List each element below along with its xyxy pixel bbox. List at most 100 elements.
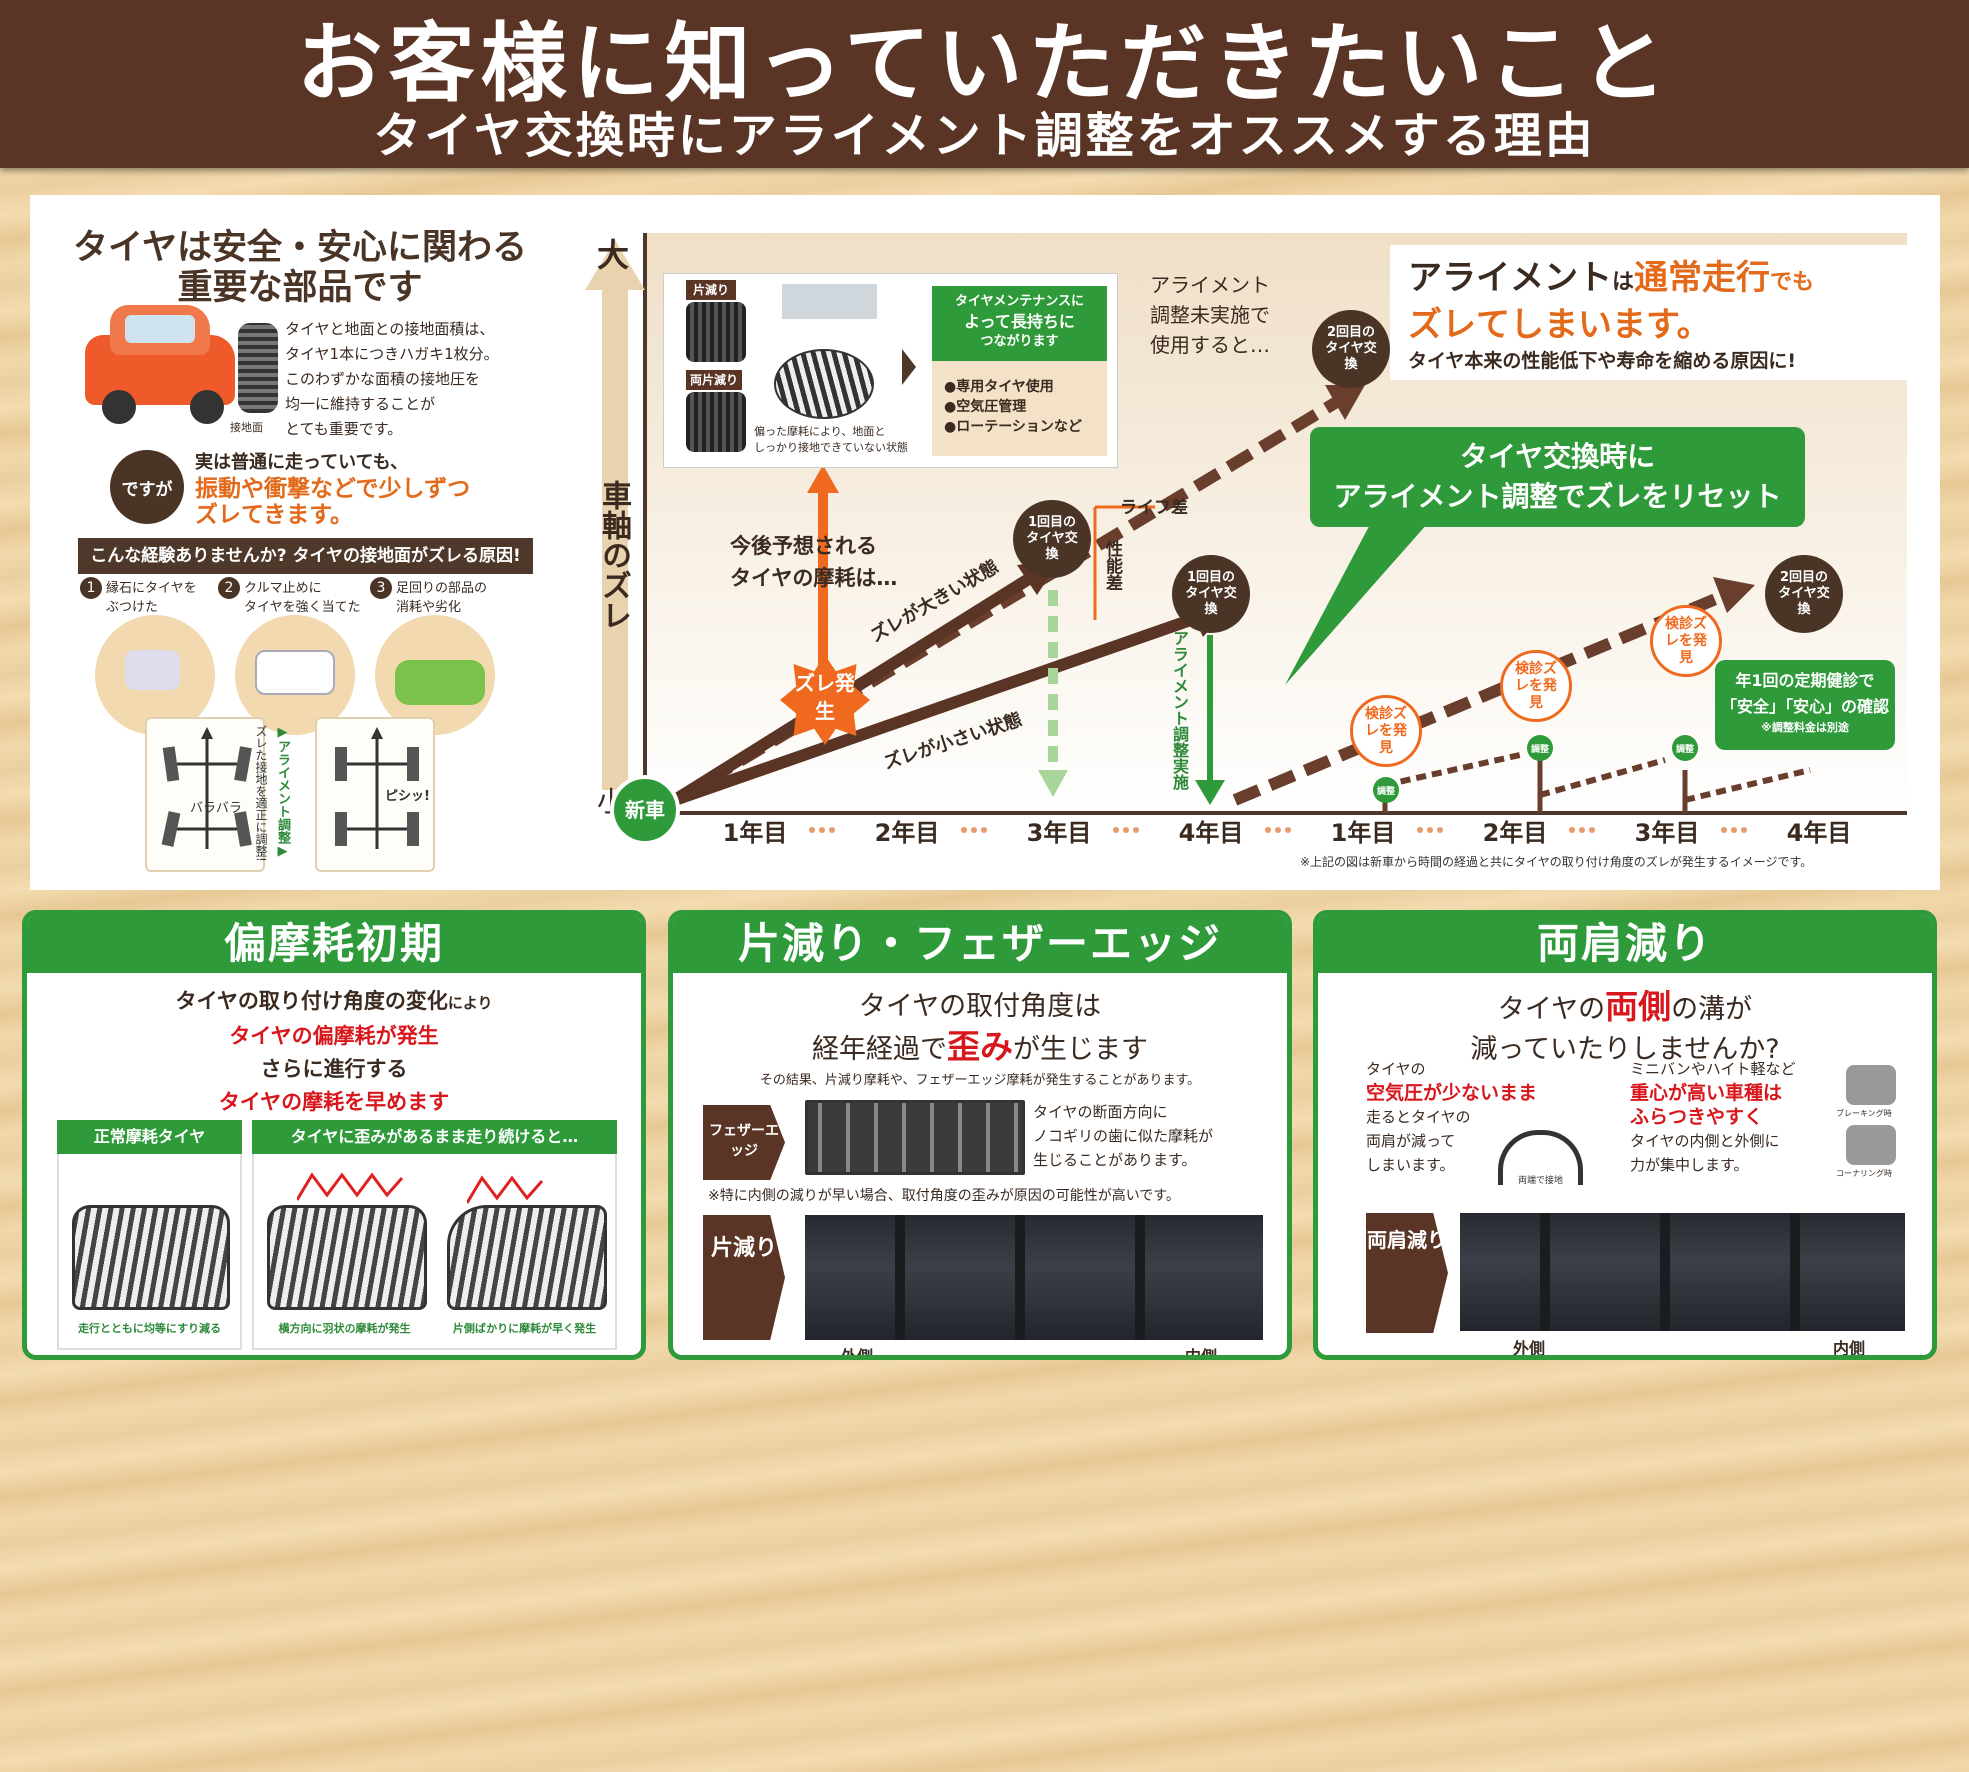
normal-tread xyxy=(72,1205,230,1310)
misaligned-diagram xyxy=(145,717,265,872)
braking-car-icon xyxy=(1846,1065,1896,1105)
one-side-tread xyxy=(447,1205,607,1310)
card2-line1: タイヤの取付角度は xyxy=(858,991,1102,1022)
adjust-dot: 調整 xyxy=(1373,777,1399,803)
feather-caption: 横方向に羽状の摩耗が発生 xyxy=(278,1322,411,1335)
aligned-diagram xyxy=(315,717,435,872)
second-swap-badge-unadjusted: 2回目のタイヤ交換 xyxy=(1312,310,1390,388)
tire-cross-section xyxy=(1498,1130,1583,1185)
low-pressure-text: タイヤの 空気圧が少ないまま 走るとタイヤの両肩が減ってしまいます。 xyxy=(1366,1060,1538,1174)
performance-gap-label: 性能差 xyxy=(1102,540,1122,591)
card2-result: その結果、片減り摩耗や、フェザーエッジ摩耗が発生することがあります。 xyxy=(759,1073,1201,1088)
outer-label: 外側 xyxy=(841,1347,874,1360)
x-label: 3年目 xyxy=(1026,819,1092,847)
card-feather-edge: 片減り・フェザーエッジ タイヤの取付角度は 経年経過で歪みが生じます その結果、… xyxy=(668,910,1292,1360)
outer-label: 外側 xyxy=(1513,1339,1546,1358)
feathered-tread xyxy=(267,1205,427,1310)
maintenance-box: タイヤメンテナンスによって長持ちにつながります xyxy=(932,286,1107,361)
inset-caption: 偏った摩耗により、地面としっかり接地できていない状態 xyxy=(754,425,908,454)
card2-note: ※特に内側の減りが早い場合、取付角度の歪みが原因の可能性が高いです。 xyxy=(708,1188,1180,1204)
callout-box: アライメントは通常走行でも ズレてしまいます。 タイヤ本来の性能低下や寿命を縮め… xyxy=(1390,245,1910,380)
normal-wear-label: 正常摩耗タイヤ xyxy=(57,1120,242,1154)
new-car-badge: 新車 xyxy=(610,775,680,845)
y-axis-top: 大 xyxy=(597,236,630,274)
feather-edge-tag: フェザーエッジ xyxy=(703,1105,785,1180)
left-intro-text: タイヤと地面との接地面積は、タイヤ1本につきハガキ1枚分。このわずかな面積の接地… xyxy=(285,320,499,438)
life-gap-label: ライフ差 xyxy=(1120,498,1188,518)
alignment-adjust-note: ▶アライメント調整▶ xyxy=(275,725,290,859)
desuga-bubble: ですが xyxy=(110,450,184,524)
barabara-label: バラバラ xyxy=(190,801,242,816)
chart-footnote: ※上記の図は新車から時間の経過と共にタイヤの取り付け角度のズレが発生するイメージ… xyxy=(1300,855,1813,869)
inner-label: 内側 xyxy=(1185,1347,1218,1360)
one-side-wear-photo xyxy=(805,1215,1263,1340)
high-center-text: ミニバンやハイト軽など 重心が高い車種は ふらつきやすく タイヤの内側と外側に力… xyxy=(1630,1060,1796,1174)
page-title: お客様に知っていただきたいこと xyxy=(296,14,1673,114)
card1-line2: タイヤの偏摩耗が発生 xyxy=(229,1024,439,1048)
unadjusted-note: アライメント調整未実施で使用すると… xyxy=(1150,273,1270,357)
x-label: 3年目 xyxy=(1634,819,1700,847)
page-subtitle: タイヤ交換時にアライメント調整をオススメする理由 xyxy=(373,108,1596,164)
x-label: 2年目 xyxy=(874,819,940,847)
left-message: 実は普通に走っていても、 振動や衝撃などで少しずつ ズレてきます。 xyxy=(195,452,471,528)
card1-line1: タイヤの取り付け角度の変化により xyxy=(175,989,493,1013)
checkup-badge: 検診ズレを発見 xyxy=(1650,605,1722,677)
x-label: 4年目 xyxy=(1786,819,1852,847)
inset-tag-1: 片減り xyxy=(686,280,736,300)
card-shoulder-wear: 両肩減り タイヤの両側の溝が 減っていたりしませんか? タイヤの 空気圧が少ない… xyxy=(1313,910,1937,1360)
x-label: 2年目 xyxy=(1482,819,1548,847)
x-label: 1年目 xyxy=(1330,819,1396,847)
alignment-done-label: アライメント調整実施 xyxy=(1170,630,1189,790)
feather-description: タイヤの断面方向にノコギリの歯に似た摩耗が生じることがあります。 xyxy=(1033,1103,1214,1169)
one-side-wear-tag: 片減り xyxy=(703,1215,785,1340)
shoulder-wear-photo xyxy=(1460,1213,1905,1331)
distorted-wear-label: タイヤに歪みがあるまま走り続けると… xyxy=(252,1120,617,1154)
both-edges-label: 両端で接地 xyxy=(1517,1176,1563,1186)
y-axis-label: 車軸のズレ xyxy=(596,480,631,630)
checkup-badge: 検診ズレを発見 xyxy=(1500,650,1572,722)
contact-label: 接地面 xyxy=(230,421,263,434)
feather-edge-photo xyxy=(805,1100,1025,1175)
inset-tag-2: 両片減り xyxy=(686,370,742,390)
second-swap-badge: 2回目のタイヤ交換 xyxy=(1765,555,1843,633)
card2-title: 片減り・フェザーエッジ xyxy=(673,915,1287,973)
x-label: 1年目 xyxy=(722,819,788,847)
adjust-dot: 調整 xyxy=(1672,735,1698,761)
card1-line4: タイヤの摩耗を早めます xyxy=(218,1090,450,1114)
maintenance-items: ●専用タイヤ使用●空気圧管理●ローテーションなど xyxy=(932,361,1107,456)
inner-label: 内側 xyxy=(1833,1339,1866,1358)
card3-line1: タイヤの両側の溝が xyxy=(1497,987,1753,1026)
first-swap-badge-unadjusted: 1回目のタイヤ交換 xyxy=(1013,500,1091,578)
first-swap-badge: 1回目のタイヤ交換 xyxy=(1172,555,1250,633)
checkup-badge: 検診ズレを発見 xyxy=(1350,695,1422,767)
card1-line3: さらに進行する xyxy=(260,1057,408,1081)
shift-occurs-badge: ズレ発生 xyxy=(780,655,870,745)
braking-label: ブレーキング時 xyxy=(1836,1109,1892,1118)
one-side-caption: 片側ばかりに摩耗が早く発生 xyxy=(452,1322,597,1335)
cause-bar: こんな経験ありませんか? タイヤの接地面がズレる原因! xyxy=(78,538,533,574)
page-header: お客様に知っていただきたいこと タイヤ交換時にアライメント調整をオススメする理由 xyxy=(0,0,1969,168)
forecast-text: 今後予想されるタイヤの摩耗は… xyxy=(730,534,898,590)
left-column: タイヤは安全・安心に関わる 重要な部品です 接地面 タイヤと地面との接地面積は、… xyxy=(40,205,560,880)
card3-line2: 減っていたりしませんか? xyxy=(1470,1034,1780,1065)
card-uneven-wear: 偏摩耗初期 タイヤの取り付け角度の変化により タイヤの偏摩耗が発生 さらに進行す… xyxy=(22,910,646,1360)
alignment-adjust-desc: ズレた接地を適正に調整! xyxy=(254,725,268,862)
adjust-dot: 調整 xyxy=(1527,735,1553,761)
tire-inset: 片減り 両片減り 偏った摩耗により、地面としっかり接地できていない状態 タイヤメ… xyxy=(663,273,1118,468)
cornering-label: コーナリング時 xyxy=(1836,1169,1892,1178)
pishi-label: ピシッ! xyxy=(385,789,430,804)
alignment-chart: 大 小 車軸のズレ 新車 1年目 2年目 3年目 4年目 1年目 2年目 3年目… xyxy=(555,215,1925,869)
annual-checkup-box: 年1回の定期健診で 「安全」「安心」の確認 ※調整料金は別途 xyxy=(1715,660,1895,750)
left-heading-2: 重要な部品です xyxy=(177,268,423,308)
cornering-car-icon xyxy=(1846,1125,1896,1165)
reset-callout: タイヤ交換時に アライメント調整でズレをリセット xyxy=(1310,427,1805,527)
card1-title: 偏摩耗初期 xyxy=(27,915,641,973)
card3-title: 両肩減り xyxy=(1318,915,1932,973)
normal-caption: 走行とともに均等にすり減る xyxy=(77,1322,222,1335)
x-label: 4年目 xyxy=(1178,819,1244,847)
y-axis-arrow xyxy=(585,240,645,290)
left-heading-1: タイヤは安全・安心に関わる xyxy=(73,228,527,268)
